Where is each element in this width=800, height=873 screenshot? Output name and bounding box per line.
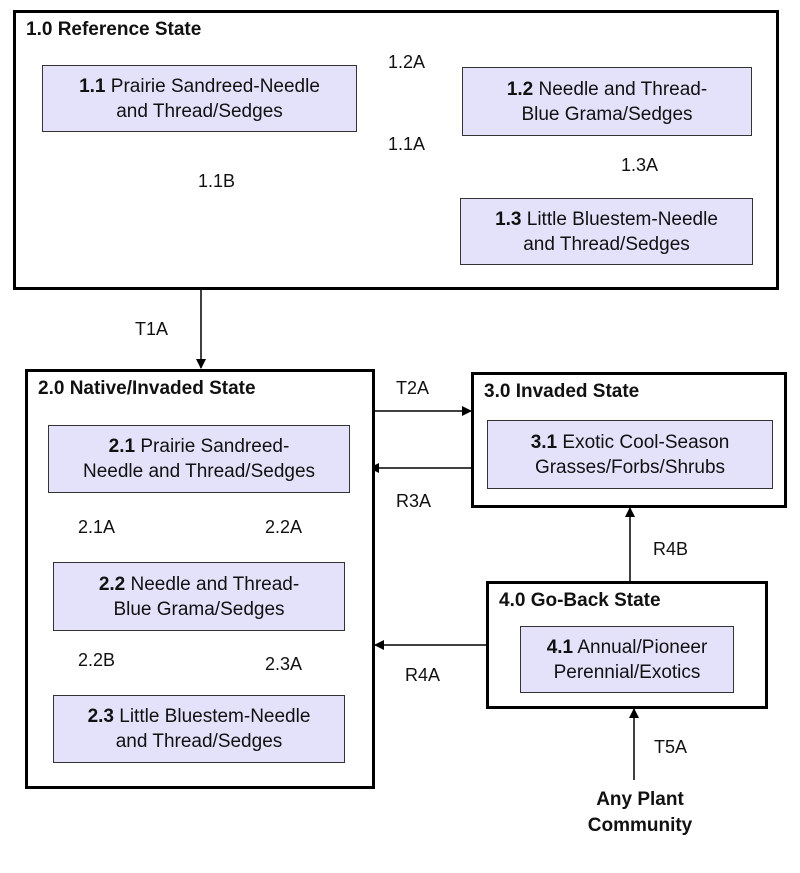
phase-1-2: 1.2 Needle and Thread- Blue Grama/Sedges <box>462 67 752 136</box>
label-1-3A: 1.3A <box>621 155 659 175</box>
phase-1-3: 1.3 Little Bluestem-Needle and Thread/Sed… <box>460 198 753 265</box>
phase-number: 1.3 <box>495 208 522 230</box>
phase-label-line1: Prairie Sandreed-Needle <box>110 75 320 97</box>
source-line2: Community <box>587 815 693 836</box>
phase-label-line2: Grasses/Forbs/Shrubs <box>534 456 726 478</box>
label-2-2B: 2.2B <box>78 650 116 670</box>
phase-number: 4.1 <box>546 636 574 658</box>
label-1-1B: 1.1B <box>198 171 236 191</box>
phase-label-line2: Needle and Thread/Sedges <box>82 461 316 482</box>
label-1-2A: 1.2A <box>388 52 426 72</box>
phase-label-line2: Perennial/Exotics <box>553 661 701 683</box>
state-title: 3.0 Invaded State <box>484 381 640 402</box>
label-2-2A: 2.2A <box>265 517 303 537</box>
phase-number: 2.3 <box>87 706 114 727</box>
phase-2-2: 2.2 Needle and Thread- Blue Grama/Sedges <box>53 562 345 631</box>
phase-number: 2.2 <box>98 573 126 595</box>
phase-2-3: 2.3 Little Bluestem-Needle and Thread/Sed… <box>53 695 345 763</box>
label-T1A: T1A <box>135 319 169 339</box>
phase-label-line2: and Thread/Sedges <box>115 731 283 752</box>
phase-1-1: 1.1 Prairie Sandreed-Needle and Thread/Se… <box>42 65 357 132</box>
label-1-1A: 1.1A <box>388 134 426 154</box>
state-title: 4.0 Go-Back State <box>499 590 661 611</box>
state-title: 1.0 Reference State <box>26 19 202 40</box>
phase-label-line1: Needle and Thread- <box>538 78 708 100</box>
phase-number: 1.1 <box>79 75 106 97</box>
phase-number: 3.1 <box>530 431 558 453</box>
phase-label-line1: Little Bluestem-Needle <box>119 706 311 727</box>
phase-label-line2: Blue Grama/Sedges <box>113 598 285 620</box>
label-R4A: R4A <box>405 665 441 685</box>
phase-number: 1.2 <box>506 78 534 100</box>
phase-label-line1: Little Bluestem-Needle <box>526 208 718 230</box>
label-R3A: R3A <box>396 491 432 511</box>
label-R4B: R4B <box>653 539 689 559</box>
phase-label-line1: Prairie Sandreed- <box>140 436 290 457</box>
phase-label-line2: and Thread/Sedges <box>116 100 283 122</box>
source-line1: Any Plant <box>596 789 684 810</box>
phase-label-line1: Needle and Thread- <box>130 573 300 595</box>
state-title: 2.0 Native/Invaded State <box>38 378 256 399</box>
label-T2A: T2A <box>396 378 430 398</box>
phase-label-line2: and Thread/Sedges <box>523 233 690 255</box>
label-T5A: T5A <box>654 737 688 757</box>
phase-number: 2.1 <box>108 436 136 457</box>
phase-label-line1: Exotic Cool-Season <box>562 431 730 453</box>
phase-label-line1: Annual/Pioneer <box>577 636 708 658</box>
any-plant-community-label: Any Plant Community <box>545 787 735 839</box>
label-2-1A: 2.1A <box>78 517 116 537</box>
phase-label-line2: Blue Grama/Sedges <box>521 103 693 125</box>
label-2-3A: 2.3A <box>265 654 303 674</box>
phase-2-1: 2.1 Prairie Sandreed- Needle and Thread/S… <box>48 425 350 493</box>
